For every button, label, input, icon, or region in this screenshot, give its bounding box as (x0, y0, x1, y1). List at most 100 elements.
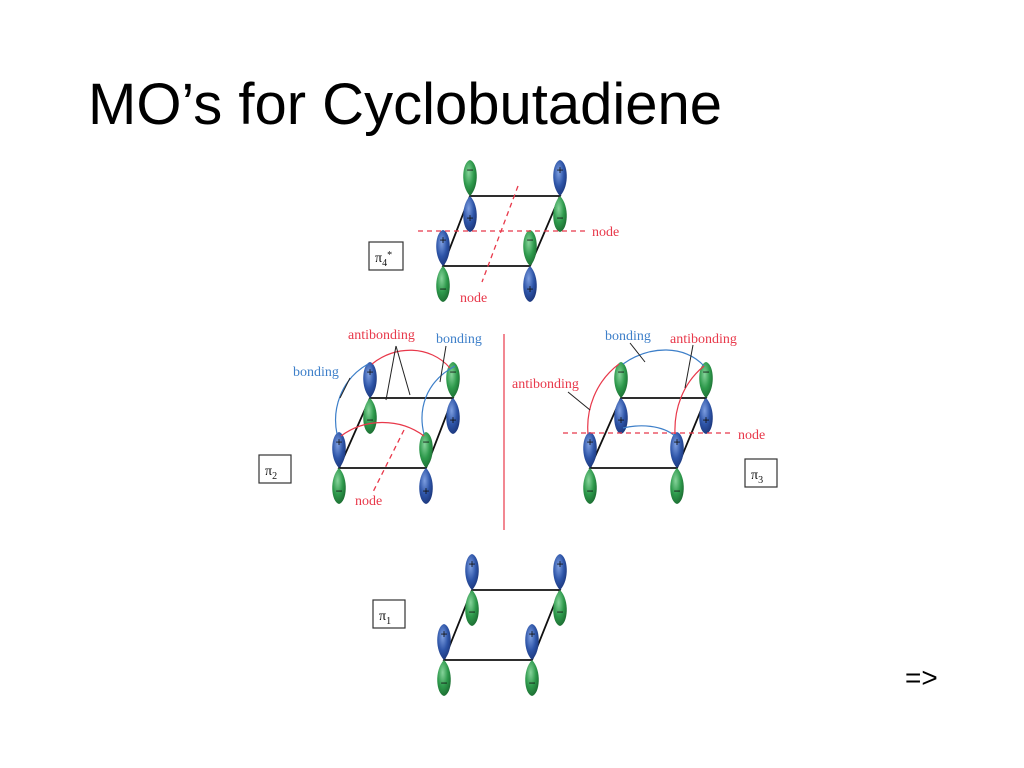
pi2-label: π2 (265, 464, 277, 482)
pi1-lobe-blue (437, 624, 451, 660)
pi3-lobe-blue (699, 398, 713, 434)
pi3-antibonding-label: antibonding (512, 377, 579, 392)
pi3-orbital-diagram: − + − + + − + − bonding antibonding anti… (512, 329, 778, 504)
pi1-label: π1 (379, 609, 391, 627)
pi4-lobe-green (463, 160, 477, 196)
slide-title: MO’s for Cyclobutadiene (88, 72, 723, 137)
pi2-orbital-diagram: + − − + + − − + antibonding bonding bond… (258, 328, 482, 509)
pi1-sign-plus: + (556, 557, 563, 571)
pi1-sign-minus: − (528, 676, 535, 690)
pi3-label-box (744, 458, 778, 488)
pi2-sign-minus: − (449, 365, 456, 379)
pi3-lobe-green (614, 362, 628, 398)
pi3-bonding-label: bonding (605, 329, 651, 344)
pi4-lobe-blue (553, 160, 567, 196)
pi2-sign-plus: + (422, 484, 429, 498)
pi2-lobe-green (419, 432, 433, 468)
pi3-sign-minus: − (586, 484, 593, 498)
pi1-orbital-diagram: + − + − + − + − π1 (372, 554, 567, 696)
pi4-node-line-diagonal (481, 185, 519, 283)
pi4-node-label: node (592, 225, 619, 240)
pi4-sign-minus: − (556, 211, 563, 225)
pi1-sign-minus: − (468, 605, 475, 619)
pi2-ring-frame (337, 397, 455, 469)
pi3-antibonding-arc (587, 363, 620, 435)
pi1-lobe-blue (553, 554, 567, 590)
pi3-pointer-line (567, 391, 591, 411)
pi3-lobe-green (699, 362, 713, 398)
pi2-pointer-line (339, 377, 351, 399)
pi3-lobe-blue (670, 432, 684, 468)
pi3-sign-minus: − (702, 365, 709, 379)
pi1-sign-minus: − (556, 605, 563, 619)
pi2-sign-plus: + (335, 435, 342, 449)
pi1-lobe-green (465, 590, 479, 626)
pi4-lobe-green (436, 266, 450, 302)
pi4-lobe-blue (523, 266, 537, 302)
pi3-sign-minus: − (673, 484, 680, 498)
pi4-sign-minus: − (526, 233, 533, 247)
pi2-antibonding-arc (371, 349, 451, 369)
pi2-pointer-line (439, 345, 447, 383)
pi4-sign-minus: − (439, 282, 446, 296)
pi4-sign-plus: + (556, 163, 563, 177)
pi1-sign-minus: − (440, 676, 447, 690)
pi2-bonding-arc (335, 363, 369, 435)
pi3-node-label: node (738, 428, 765, 443)
pi2-lobe-green (332, 468, 346, 504)
pi4-node-label: node (460, 291, 487, 306)
pi1-lobe-green (525, 660, 539, 696)
pi1-lobe-green (553, 590, 567, 626)
pi4-label: π4* (375, 250, 392, 269)
pi2-node-label: node (355, 494, 382, 509)
pi2-sign-minus: − (422, 435, 429, 449)
pi4-label-box (368, 241, 404, 271)
pi2-bonding-label: bonding (293, 365, 339, 380)
pi2-sign-plus: + (366, 365, 373, 379)
pi2-antibonding-arc (340, 421, 425, 437)
pi3-lobe-green (583, 468, 597, 504)
pi2-bonding-label: bonding (436, 332, 482, 347)
pi1-sign-plus: + (528, 627, 535, 641)
pi1-lobe-green (437, 660, 451, 696)
pi4-lobe-green (553, 196, 567, 232)
pi1-sign-plus: + (468, 557, 475, 571)
pi2-lobe-blue (363, 362, 377, 398)
pi3-sign-plus: + (702, 413, 709, 427)
next-slide-arrow[interactable]: => (905, 662, 938, 693)
pi2-lobe-blue (419, 468, 433, 504)
pi2-antibonding-label: antibonding (348, 328, 415, 343)
pi2-sign-minus: − (335, 484, 342, 498)
pi2-pointer-line (395, 345, 411, 396)
pi2-lobe-blue (332, 432, 346, 468)
pi1-lobe-blue (525, 624, 539, 660)
pi2-bonding-arc (421, 365, 456, 435)
pi3-sign-minus: − (617, 365, 624, 379)
pi4-lobe-blue (436, 230, 450, 266)
pi2-lobe-green (363, 398, 377, 434)
pi3-lobe-green (670, 468, 684, 504)
pi3-pointer-line (684, 344, 694, 389)
pi3-bonding-arc (622, 425, 676, 437)
pi2-pointer-line (385, 345, 397, 401)
pi3-label: π3 (751, 468, 763, 486)
pi3-sign-plus: + (617, 413, 624, 427)
pi4-sign-plus: + (439, 233, 446, 247)
pi3-lobe-blue (614, 398, 628, 434)
pi4-sign-plus: + (466, 211, 473, 225)
pi2-sign-minus: − (366, 413, 373, 427)
pi1-label-box (372, 599, 406, 629)
pi4-sign-plus: + (526, 282, 533, 296)
pi3-sign-plus: + (586, 435, 593, 449)
pi3-antibonding-label: antibonding (670, 332, 737, 347)
pi1-sign-plus: + (440, 627, 447, 641)
pi1-ring-frame (442, 589, 562, 661)
pi3-lobe-blue (583, 432, 597, 468)
pi2-lobe-blue (446, 398, 460, 434)
pi1-lobe-blue (465, 554, 479, 590)
pi4-sign-minus: − (466, 163, 473, 177)
pi4-lobe-green (523, 230, 537, 266)
pi2-node-line (371, 429, 405, 495)
pi3-pointer-line (629, 342, 646, 363)
pi2-lobe-green (446, 362, 460, 398)
